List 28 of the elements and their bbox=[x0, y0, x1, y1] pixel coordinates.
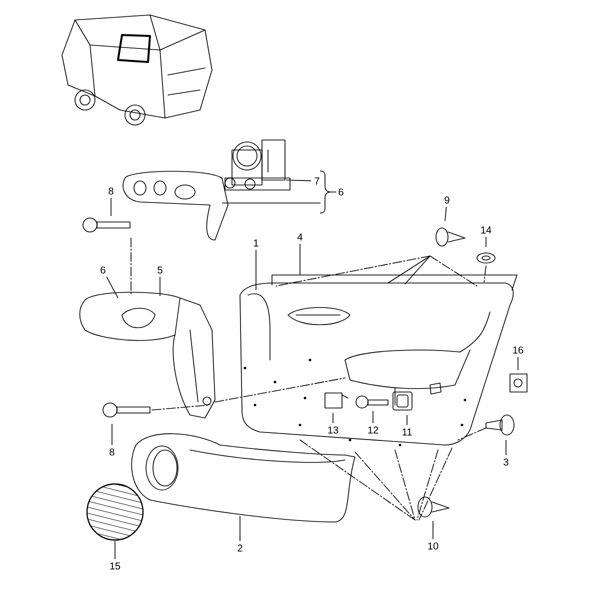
leader-line bbox=[332, 412, 334, 424]
callout-number: 3 bbox=[504, 458, 508, 466]
callout-number: 4 bbox=[297, 234, 302, 240]
leader-line bbox=[432, 520, 434, 540]
leader-line bbox=[372, 410, 374, 424]
callout-number: 5 bbox=[158, 266, 162, 274]
callout-number: 2 bbox=[238, 544, 242, 552]
callout-number: 14 bbox=[481, 226, 492, 234]
callout-number: 12 bbox=[368, 426, 378, 434]
leader-line bbox=[110, 198, 112, 216]
callout-number: 16 bbox=[513, 346, 524, 354]
callout-number: 10 bbox=[428, 542, 438, 550]
callout-number: 7 bbox=[314, 178, 320, 184]
leader-line bbox=[106, 276, 118, 298]
callout-number: 15 bbox=[110, 562, 120, 570]
leader-line bbox=[444, 206, 447, 222]
callout-number: 11 bbox=[402, 428, 412, 436]
callout-number: 6 bbox=[338, 188, 344, 196]
leader-line bbox=[286, 180, 312, 182]
callout-number: 13 bbox=[328, 426, 338, 434]
callout-number: 8 bbox=[110, 448, 114, 456]
callout-number: 1 bbox=[254, 240, 258, 246]
leader-line bbox=[406, 414, 408, 426]
callout-number: 9 bbox=[444, 196, 450, 204]
callout-number: 6 bbox=[100, 266, 106, 274]
leader-line bbox=[114, 540, 116, 560]
callout-number: 8 bbox=[108, 187, 114, 195]
leader-line bbox=[222, 170, 337, 214]
